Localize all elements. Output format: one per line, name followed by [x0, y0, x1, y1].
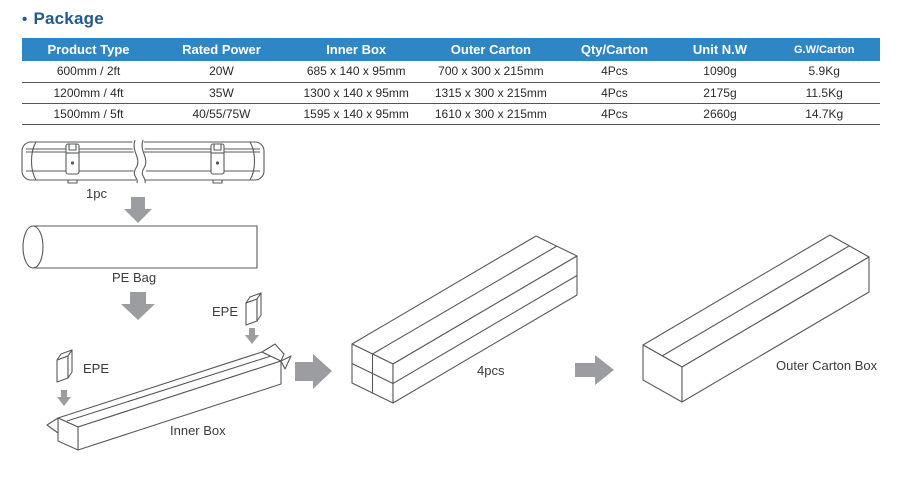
cell-gw-carton: 11.5Kg	[768, 82, 880, 104]
label-outer-carton-box: Outer Carton Box	[776, 358, 878, 373]
mounting-clip-icon	[66, 144, 79, 183]
cell-unit-nw: 1090g	[671, 61, 769, 83]
cell-inner-box: 1595 x 140 x 95mm	[287, 103, 425, 125]
section-title-text: Package	[33, 9, 104, 28]
cell-rated-power: 40/55/75W	[154, 103, 288, 125]
table-header-row: Product Type Rated Power Inner Box Outer…	[22, 38, 880, 61]
label-pe-bag: PE Bag	[112, 270, 157, 285]
cell-outer-carton: 1315 x 300 x 215mm	[424, 82, 558, 104]
cell-gw-carton: 14.7Kg	[768, 103, 880, 125]
section-title: • Package	[22, 9, 104, 29]
cell-unit-nw: 2175g	[671, 82, 769, 104]
epe-pad-icon	[245, 292, 262, 326]
table-row: 1500mm / 5ft 40/55/75W 1595 x 140 x 95mm…	[22, 103, 880, 125]
cell-outer-carton: 700 x 300 x 215mm	[424, 61, 558, 83]
label-4pcs: 4pcs	[477, 363, 505, 378]
col-header-inner-box: Inner Box	[287, 38, 425, 61]
light-fixture-drawing	[22, 140, 264, 183]
arrow-down-small-icon	[57, 390, 71, 406]
col-header-product-type: Product Type	[22, 38, 155, 61]
label-inner-box: Inner Box	[170, 423, 226, 438]
col-header-outer-carton: Outer Carton	[424, 38, 558, 61]
label-epe-right: EPE	[212, 304, 239, 319]
arrow-right-icon	[295, 354, 332, 389]
outer-carton-drawing	[642, 234, 870, 403]
cell-qty-carton: 4Pcs	[557, 82, 672, 104]
col-header-qty-carton: Qty/Carton	[557, 38, 672, 61]
cell-product-type: 1200mm / 4ft	[22, 82, 155, 104]
label-epe-left: EPE	[83, 361, 110, 376]
cell-inner-box: 685 x 140 x 95mm	[287, 61, 425, 83]
cell-qty-carton: 4Pcs	[557, 103, 672, 125]
col-header-gw-carton: G.W/Carton	[768, 38, 880, 61]
package-spec-table: Product Type Rated Power Inner Box Outer…	[22, 38, 880, 125]
label-1pc: 1pc	[86, 186, 107, 201]
cell-inner-box: 1300 x 140 x 95mm	[287, 82, 425, 104]
inner-box-drawing	[46, 343, 292, 451]
cell-gw-carton: 5.9Kg	[768, 61, 880, 83]
cell-rated-power: 35W	[154, 82, 288, 104]
cell-qty-carton: 4Pcs	[557, 61, 672, 83]
cell-product-type: 600mm / 2ft	[22, 61, 155, 83]
table-row: 600mm / 2ft 20W 685 x 140 x 95mm 700 x 3…	[22, 61, 880, 83]
cell-unit-nw: 2660g	[671, 103, 769, 125]
arrow-right-icon	[575, 355, 614, 385]
bullet-icon: •	[22, 11, 28, 28]
col-header-rated-power: Rated Power	[154, 38, 288, 61]
arrow-down-icon	[121, 292, 155, 320]
four-pack-bundle-drawing	[351, 235, 578, 404]
cell-product-type: 1500mm / 5ft	[22, 103, 155, 125]
col-header-unit-nw: Unit N.W	[671, 38, 769, 61]
table-row: 1200mm / 4ft 35W 1300 x 140 x 95mm 1315 …	[22, 82, 880, 104]
cell-outer-carton: 1610 x 300 x 215mm	[424, 103, 558, 125]
epe-pad-icon	[56, 349, 73, 383]
cell-rated-power: 20W	[154, 61, 288, 83]
arrow-down-icon	[124, 197, 152, 223]
pe-bag-drawing	[23, 226, 257, 268]
arrow-down-small-icon	[245, 328, 259, 344]
mounting-clip-icon	[211, 144, 224, 183]
